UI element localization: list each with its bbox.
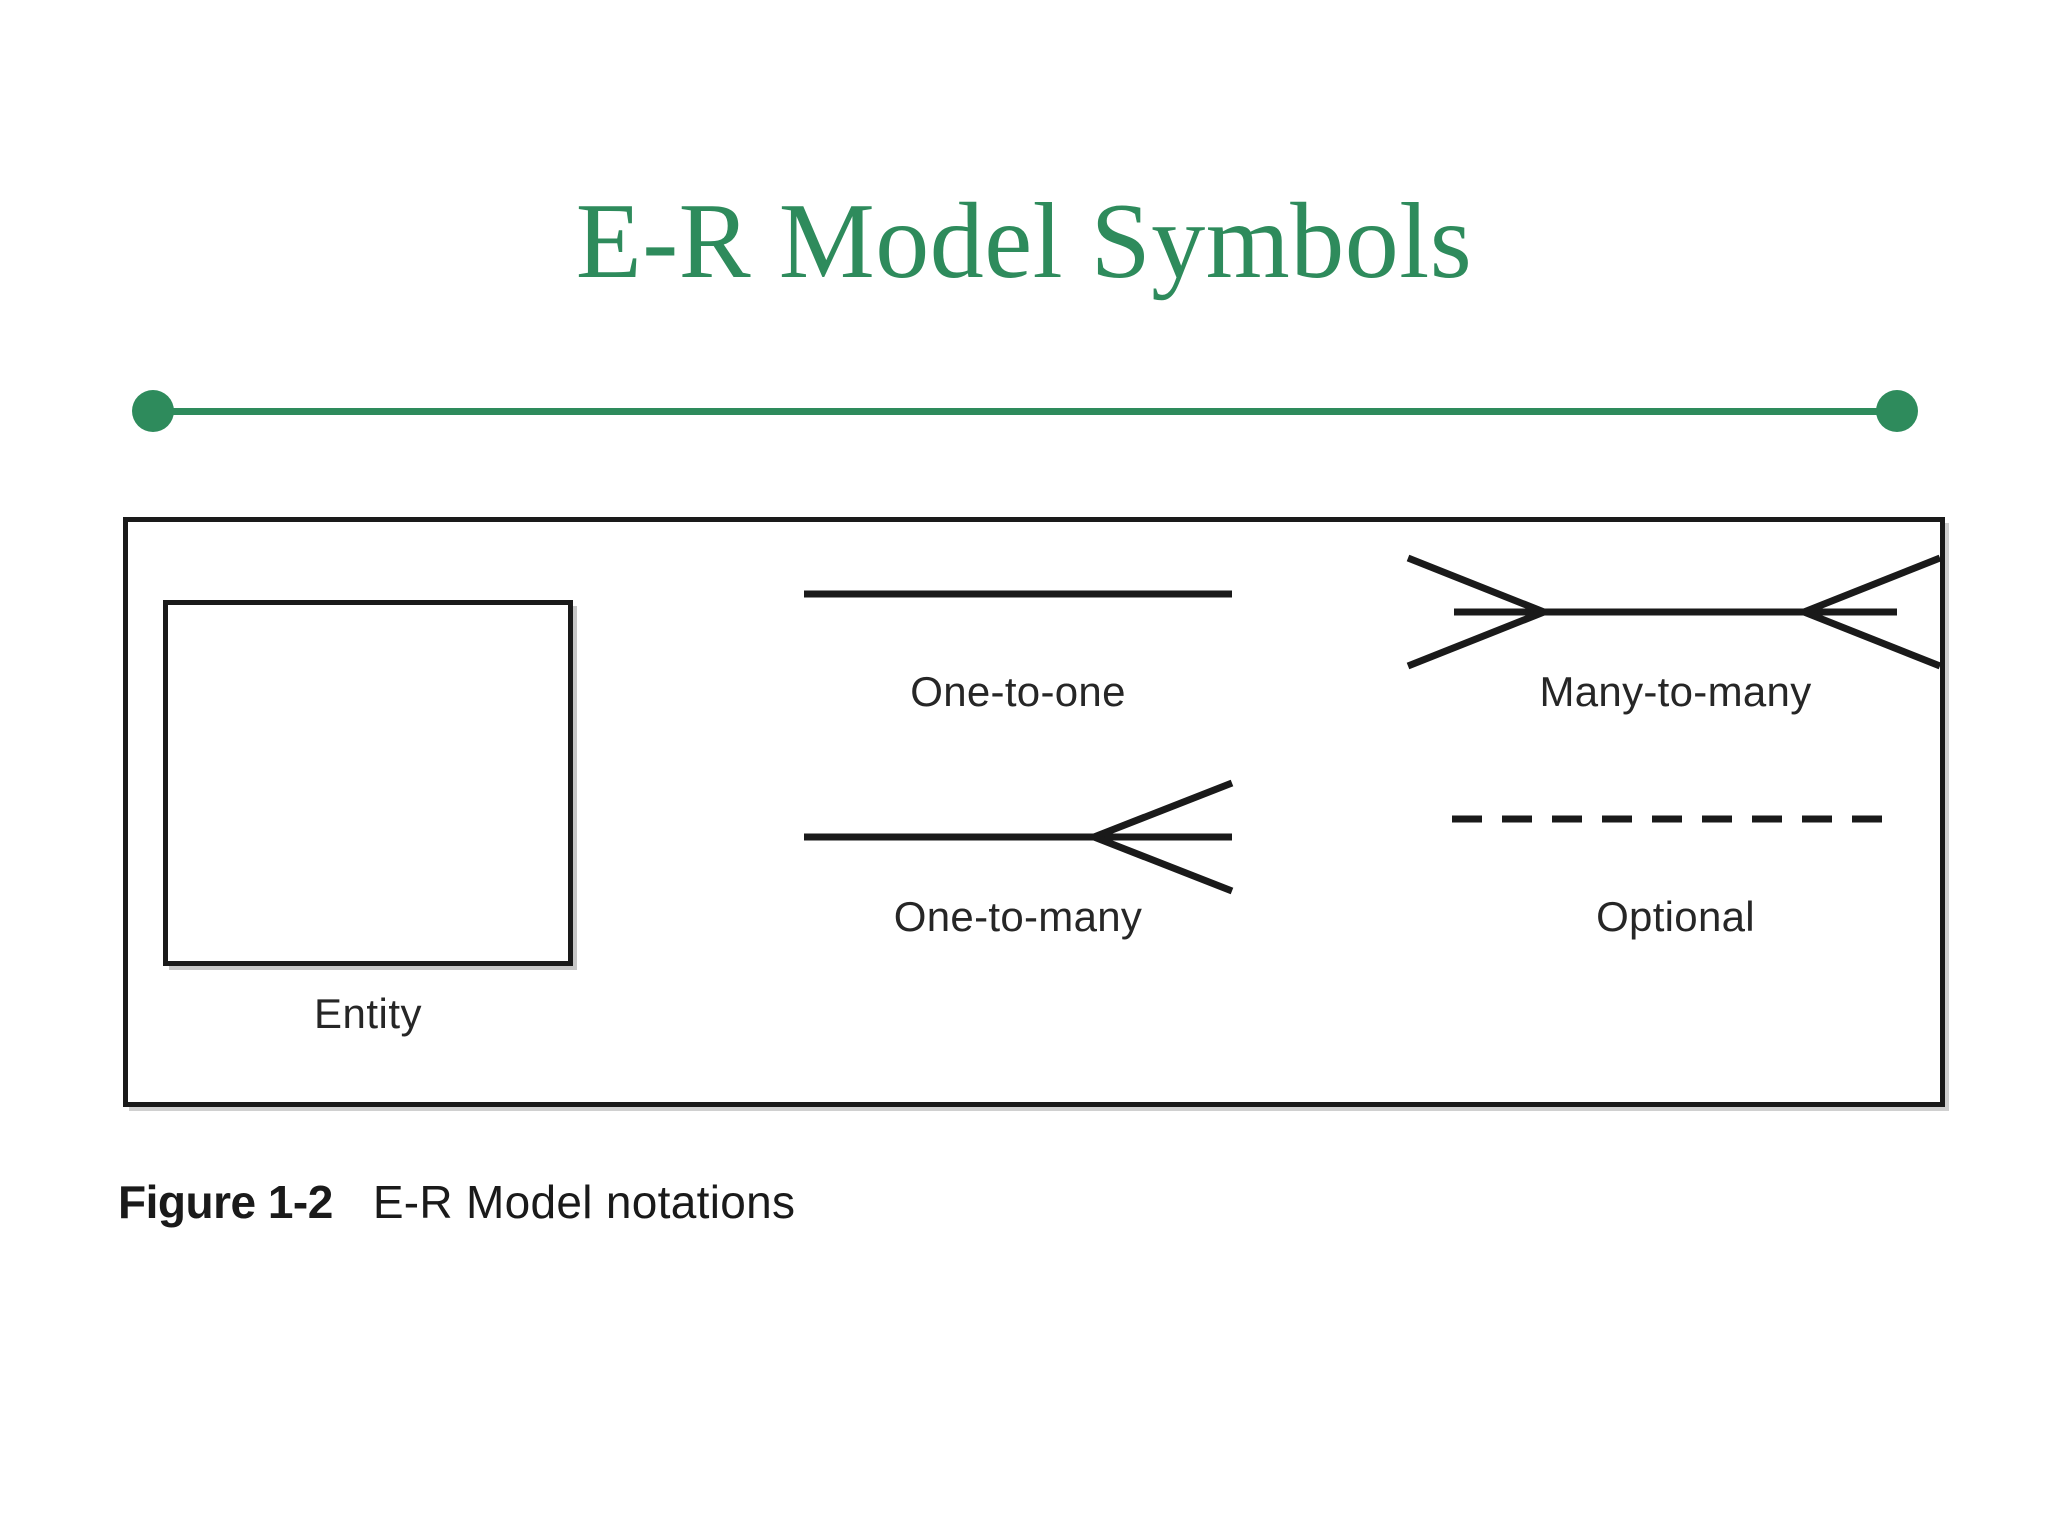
notation-label-one-to-one: One-to-one <box>910 668 1126 715</box>
crows-foot-right-icon <box>1802 554 1942 670</box>
figure-caption: Figure 1-2 E-R Model notations <box>118 1175 795 1229</box>
crows-foot-left-icon <box>1406 554 1546 670</box>
page-title: E-R Model Symbols <box>575 182 1473 301</box>
one-to-many-symbol-icon <box>798 779 1238 907</box>
figure-caption-number: Figure 1-2 <box>118 1176 333 1228</box>
divider-right-dot-icon <box>1876 390 1918 432</box>
divider-rule <box>150 408 1900 415</box>
notation-label-entity: Entity <box>313 990 423 1037</box>
notation-label-many-to-many: Many-to-many <box>1539 668 1812 715</box>
entity-rectangle-icon <box>163 600 573 966</box>
many-to-many-symbol-icon <box>1406 554 1942 682</box>
notation-optional: Optional <box>1448 797 1903 997</box>
one-to-one-symbol-icon <box>798 572 1238 682</box>
notation-entity: Entity <box>163 600 633 1040</box>
notation-label-optional: Optional <box>1596 893 1755 940</box>
notation-one-to-many: One-to-many <box>798 779 1238 997</box>
figure-caption-text: E-R Model notations <box>372 1176 796 1228</box>
figure-frame: Entity One-to-one One-to-many <box>123 517 1945 1107</box>
title-divider <box>132 390 1918 434</box>
notation-one-to-one: One-to-one <box>798 572 1238 772</box>
optional-symbol-icon <box>1448 797 1903 907</box>
notation-label-one-to-many: One-to-many <box>893 893 1143 940</box>
notation-many-to-many: Many-to-many <box>1406 554 1942 772</box>
crows-foot-right-icon <box>1092 779 1234 895</box>
